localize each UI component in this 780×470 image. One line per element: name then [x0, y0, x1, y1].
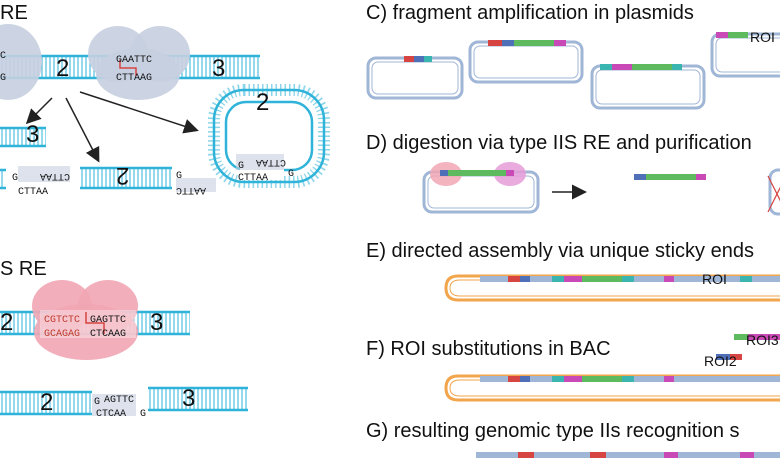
dna-product-left-b [0, 390, 92, 416]
seq-bsai-bottom-b: CTCAAG [90, 329, 127, 340]
panel-f-title: F) ROI substitutions in BAC [366, 338, 611, 360]
panel-e-title: E) directed assembly via unique sticky e… [366, 240, 754, 262]
fragment-number-2-circular: 2 [256, 89, 270, 116]
seq-circle-g: G [238, 161, 245, 172]
seq-highlight [40, 310, 136, 338]
plasmid-4 [710, 32, 780, 78]
seq-prod-ctcaa: CTCAA [96, 409, 127, 420]
overhang-box [18, 166, 70, 182]
roi3-label: ROI3 [746, 332, 779, 348]
bac-assembly [444, 274, 780, 302]
enzyme-left-icon [0, 24, 42, 100]
panel-d-title: D) digestion via type IIS RE and purific… [366, 132, 752, 154]
seq-ov-g: G [12, 173, 19, 184]
arrow-icon [65, 97, 100, 163]
seq-bsai-bottom-a: GCAGAG [44, 329, 81, 340]
seq-left-bottom: G [0, 73, 7, 84]
bsai-enzyme-icon [32, 280, 138, 360]
fragment-number-3: 3 [212, 55, 226, 82]
plasmid-1 [366, 56, 464, 100]
seq-ov-cttaa: CTTAA [18, 187, 49, 198]
fragment-number-2-product-b: 2 [40, 389, 54, 416]
discarded-backbone [767, 168, 780, 216]
roi-label-e: ROI [702, 271, 727, 287]
seq-circle-cttaa: CTTAA [238, 173, 269, 184]
seq-ov-flipped: CTTAA [40, 170, 71, 181]
cut-line-b [85, 312, 105, 334]
seq-prod-g: G [94, 397, 101, 408]
fragment-number-3-b: 3 [150, 309, 164, 336]
roi2-fragment [716, 354, 742, 360]
seq-ov-aattc: AATTC [176, 184, 207, 195]
plasmid-2 [468, 40, 584, 84]
seq-prod-agttc: AGTTC [104, 395, 135, 406]
circle-overhang-box [236, 154, 284, 170]
fragment-number-3-product: 3 [26, 121, 40, 148]
plasmid-3 [590, 64, 706, 110]
overhang-box-right [176, 178, 216, 192]
seq-ecori-bottom: CTTAAG [116, 73, 153, 84]
arrow-icon [25, 97, 53, 125]
roi-label-c: ROI [750, 29, 775, 45]
fragment-number-2-b: 2 [0, 309, 14, 336]
bac-substitution [444, 374, 780, 402]
fragment-number-2: 2 [56, 55, 70, 82]
panel-c-title: C) fragment amplification in plasmids [366, 2, 694, 24]
roi3-fragment [734, 334, 780, 340]
fragment-number-3-product-b: 3 [182, 385, 196, 412]
panel-b-title: S RE [0, 258, 47, 280]
dna-product-right-b [148, 386, 248, 412]
overhang-box-b [92, 394, 136, 416]
seq-prod-g2: G [140, 409, 147, 420]
purified-fragment [634, 174, 706, 180]
fragment-number-2-flipped: 2 [116, 162, 130, 189]
circular-dna-2 [208, 84, 330, 188]
arrow-icon [79, 91, 199, 134]
dna-fragment-2-flipped [80, 166, 172, 190]
seq-circle-flipped: CTTAA [256, 156, 287, 167]
seq-bsai-top-b: GAGTTC [90, 315, 127, 326]
seq-circle-g2: G [288, 169, 295, 180]
ecori-enzyme-icon [88, 26, 190, 100]
roi2-label: ROI2 [704, 353, 737, 369]
seq-ov-g-right: G [176, 171, 183, 182]
dna-fragment-left-b [0, 168, 6, 190]
seq-left-top: C [0, 51, 7, 62]
seq-bsai-top-a: CGTCTC [44, 315, 81, 326]
cut-line [119, 60, 137, 76]
dna-fragment-3-a [0, 126, 46, 148]
genomic-track [476, 452, 780, 458]
digest-plasmid [422, 162, 540, 214]
panel-g-title: G) resulting genomic type IIs recognitio… [366, 420, 740, 442]
seq-ecori-top: GAATTC [116, 55, 153, 66]
panel-a-title: RE [0, 2, 28, 24]
